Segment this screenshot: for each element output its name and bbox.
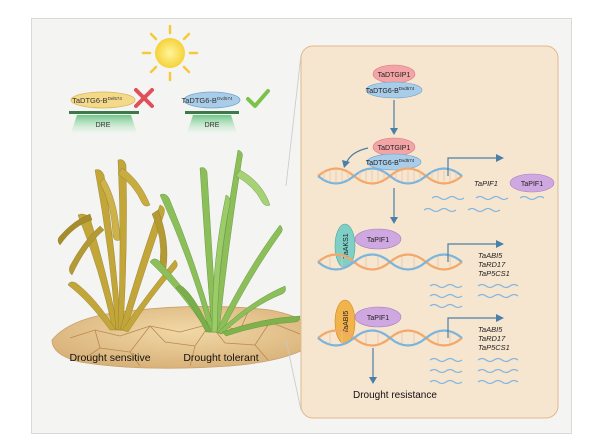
tadtg6-protein-top bbox=[365, 81, 423, 99]
mrna-group-1 bbox=[423, 195, 545, 213]
dre-bar-tolerant bbox=[185, 111, 239, 114]
complex-aks1: TaAKS1 TaPIF1 bbox=[334, 223, 402, 269]
label-drought-tolerant: Drought tolerant bbox=[183, 352, 258, 364]
dre-bar-sensitive bbox=[69, 111, 139, 114]
transcription-arrow-1 bbox=[447, 157, 498, 176]
gene-tapif1: TaPIF1 bbox=[474, 179, 498, 188]
tadtgip1-label-top: TaDTGIP1 bbox=[378, 72, 411, 79]
dna-helix-3 bbox=[317, 329, 463, 347]
tapif1-protein-step3 bbox=[354, 306, 402, 328]
protein-tadtg6-dvd-label: TaDTG6-BDvd574 bbox=[182, 96, 233, 105]
gene-step3-abi5: TaABI5 bbox=[478, 325, 503, 334]
mrna-group-3 bbox=[429, 357, 519, 385]
taabi5-label: TaABI5 bbox=[343, 311, 350, 334]
sensitive-variant: DRE TaDTG6-BDel574 bbox=[69, 88, 154, 133]
tapif1-protein-top bbox=[509, 173, 555, 193]
tadtgip1-label-mid: TaDTGIP1 bbox=[378, 145, 411, 152]
plant-tolerant bbox=[149, 149, 301, 337]
tapif1-label-step3: TaPIF1 bbox=[367, 315, 389, 322]
cross-icon bbox=[134, 88, 154, 108]
dna-helix-2 bbox=[317, 253, 463, 271]
protein-tadtg6-del-shape bbox=[70, 91, 136, 109]
plant-sensitive bbox=[57, 159, 178, 333]
taaks1-label: TaAKS1 bbox=[343, 233, 350, 258]
label-drought-sensitive: Drought sensitive bbox=[69, 352, 150, 364]
dna-helix-1 bbox=[317, 167, 463, 185]
transcription-arrow-2 bbox=[447, 243, 498, 262]
complex-top: TaDTGIP1 TaDTG6-BDvd574 bbox=[365, 64, 423, 99]
transcription-arrow-1-head bbox=[496, 154, 504, 162]
mrna-group-2 bbox=[429, 283, 519, 309]
dre-label-sensitive: DRE bbox=[96, 122, 111, 129]
tapif1-label-top: TaPIF1 bbox=[521, 181, 543, 188]
sun-icon bbox=[141, 24, 199, 82]
arrow-down-1-head bbox=[390, 128, 398, 135]
zoom-line-top bbox=[285, 54, 302, 187]
dre-beam-sensitive bbox=[71, 115, 137, 133]
gene-step2-p5cs1: TaP5CS1 bbox=[478, 269, 510, 278]
tadtg6-protein-mid bbox=[366, 153, 422, 171]
check-icon bbox=[246, 89, 270, 108]
tadtg6-label-mid: TaDTG6-BDvd574 bbox=[366, 158, 415, 167]
dre-beam-tolerant bbox=[187, 115, 237, 133]
gene-step2-rd17: TaRD17 bbox=[478, 260, 506, 269]
complex-mid: TaDTGIP1 TaDTG6-BDvd574 bbox=[366, 137, 422, 171]
protein-tadtg6-del-label: TaDTG6-BDel574 bbox=[72, 96, 122, 105]
protein-tadtg6-dvd-shape bbox=[183, 91, 241, 109]
drought-resistance-label: Drought resistance bbox=[353, 390, 437, 401]
gene-step2-abi5: TaABI5 bbox=[478, 251, 503, 260]
arrow-down-2-head bbox=[390, 217, 398, 224]
transcription-arrow-2-head bbox=[496, 240, 504, 248]
transcription-arrow-3 bbox=[447, 317, 498, 338]
curved-arrow-head bbox=[342, 160, 350, 168]
tadtg6-label-top: TaDTG6-BDvd574 bbox=[366, 86, 415, 95]
complex-abi5: TaABI5 TaPIF1 bbox=[334, 299, 402, 345]
tolerant-variant: DRE TaDTG6-BDvd574 bbox=[182, 89, 270, 133]
arrow-down-3-head bbox=[369, 377, 377, 384]
gene-step3-p5cs1: TaP5CS1 bbox=[478, 343, 510, 352]
gene-step3-rd17: TaRD17 bbox=[478, 334, 506, 343]
dre-label-tolerant: DRE bbox=[205, 122, 220, 129]
transcription-arrow-3-head bbox=[496, 314, 504, 322]
tapif1-protein-step2 bbox=[354, 228, 402, 250]
zoom-line-bottom bbox=[285, 339, 302, 411]
tapif1-label-step2: TaPIF1 bbox=[367, 237, 389, 244]
